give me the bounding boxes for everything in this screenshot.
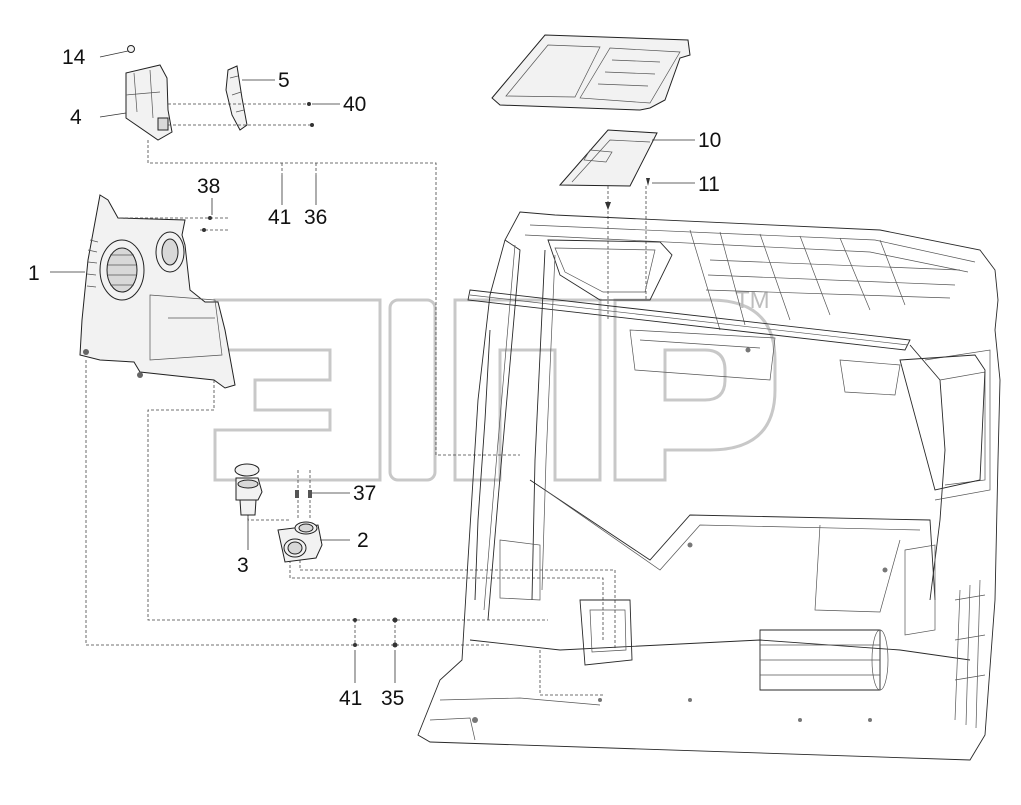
- part-3-cup: [234, 463, 263, 516]
- callout-3: 3: [237, 554, 249, 577]
- watermark-logo: TM: [213, 287, 777, 482]
- part-10-hatch-bracket: [558, 129, 658, 187]
- callout-10: 10: [698, 129, 721, 152]
- part-5-plate: [225, 65, 248, 131]
- roof-hatch: [491, 34, 691, 111]
- callout-38: 38: [197, 175, 220, 198]
- callout-1: 1: [28, 262, 40, 285]
- callout-4: 4: [70, 106, 82, 129]
- callout-14: 14: [62, 46, 86, 69]
- callout-35: 35: [381, 687, 404, 710]
- callout-40: 40: [343, 93, 366, 116]
- callout-36: 36: [304, 206, 327, 229]
- callout-41-bottom: 41: [339, 687, 362, 710]
- callout-37: 37: [353, 482, 376, 505]
- part-4-bracket: [125, 64, 173, 141]
- callout-11: 11: [698, 173, 720, 196]
- cab-body: [417, 211, 1001, 761]
- part-2-cup-holder: [277, 521, 323, 563]
- callout-5: 5: [278, 69, 290, 92]
- part-14-clip: [127, 45, 135, 53]
- callout-2: 2: [357, 529, 369, 552]
- part-1-side-panel: [79, 194, 236, 389]
- callout-41-top: 41: [268, 206, 291, 229]
